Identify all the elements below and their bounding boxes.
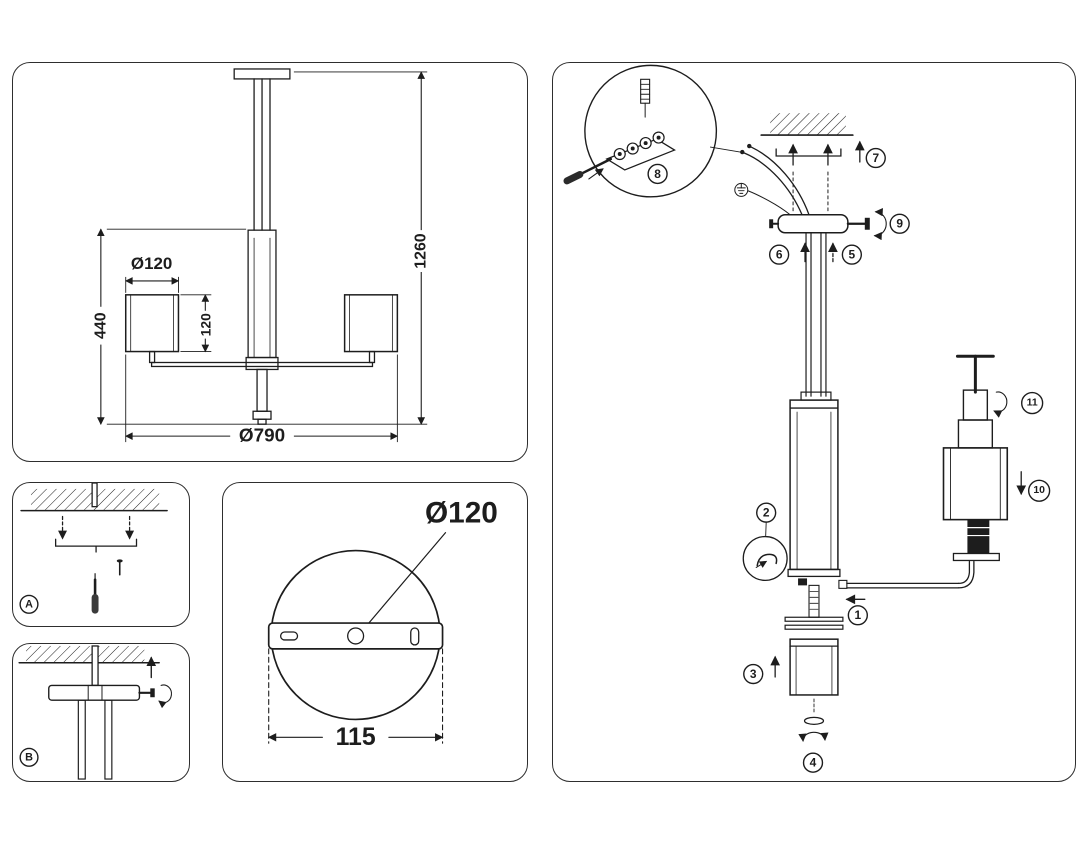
step-badge-1: 1 <box>847 605 868 626</box>
shade-diameter-label: Ø120 <box>131 254 172 273</box>
dimension-drawing-panel: Ø120 440 120 1260 Ø790 <box>12 62 528 462</box>
step-badges: 1 2 3 4 5 <box>647 147 1051 773</box>
canopy-plate-drawing: Ø120 115 <box>267 497 498 751</box>
plate-outline <box>267 532 447 744</box>
suspension-rods <box>800 232 832 401</box>
step-badge-7: 7 <box>865 147 886 169</box>
screw-icon <box>116 559 123 576</box>
ceiling-hatch <box>26 645 145 663</box>
canopy-screw-icon <box>846 208 887 241</box>
overall-diameter-label: Ø790 <box>239 426 285 447</box>
detail-b-panel: B <box>12 643 190 782</box>
svg-text:5: 5 <box>849 248 856 262</box>
step-badge-11: 11 <box>1021 391 1044 415</box>
svg-text:1: 1 <box>855 608 862 622</box>
detail-b-badge: B <box>19 747 39 767</box>
svg-text:7: 7 <box>872 151 879 165</box>
svg-text:10: 10 <box>1033 485 1045 496</box>
screwdriver-icon <box>577 157 613 177</box>
svg-text:2: 2 <box>763 506 770 520</box>
svg-text:11: 11 <box>1027 398 1038 409</box>
step-badge-5: 5 <box>841 244 863 265</box>
body-bottom-hardware <box>787 568 848 618</box>
lamp-arm <box>846 560 975 589</box>
canopy-plate-panel: Ø120 115 <box>222 482 528 782</box>
svg-text:9: 9 <box>896 217 903 231</box>
detail-a-panel: A <box>12 482 190 627</box>
canopy <box>769 214 849 234</box>
ceiling-and-bracket <box>20 483 168 614</box>
step-badge-3: 3 <box>743 663 764 685</box>
chandelier-dimension-drawing: Ø120 440 120 1260 Ø790 <box>92 68 430 447</box>
side-screw-icon <box>138 684 173 709</box>
canopy-mounting-drawing: B <box>18 645 173 780</box>
canopy-and-rods <box>18 645 173 780</box>
bracket-mounting-drawing: A <box>19 483 168 614</box>
step-badge-10: 10 <box>1027 479 1051 502</box>
step-badge-8: 8 <box>647 163 668 185</box>
assembly-steps-panel: 1 2 3 4 5 <box>552 62 1076 782</box>
ceiling <box>760 113 854 136</box>
step-badge-4: 4 <box>802 752 824 773</box>
svg-text:B: B <box>25 751 33 763</box>
step-badge-6: 6 <box>768 244 790 265</box>
mounting-bracket <box>775 143 842 212</box>
lower-diffuser <box>784 616 844 743</box>
shade-assembly <box>942 354 1009 562</box>
assembly-drawing: 1 2 3 4 5 <box>563 64 1051 773</box>
leader-line <box>361 532 447 632</box>
hook-detail <box>742 522 808 586</box>
detail-a-badge: A <box>19 594 39 614</box>
svg-text:8: 8 <box>654 167 661 181</box>
canopy-diameter-label: Ø120 <box>425 497 498 530</box>
shade-height-label: 120 <box>197 313 213 336</box>
step-badge-2: 2 <box>756 502 777 523</box>
supply-wires <box>740 143 810 216</box>
chandelier-outline <box>124 68 399 425</box>
main-body <box>789 399 839 571</box>
svg-text:6: 6 <box>776 248 783 262</box>
svg-text:A: A <box>25 598 33 610</box>
mount-width-label: 115 <box>336 724 376 751</box>
step-badge-9: 9 <box>889 213 910 234</box>
terminal-block-detail <box>563 64 741 198</box>
ground-symbol <box>734 182 791 216</box>
overall-height-label: 1260 <box>413 233 430 269</box>
svg-text:4: 4 <box>810 756 817 770</box>
body-height-label: 440 <box>92 312 109 339</box>
dimension-lines <box>97 71 428 443</box>
svg-text:3: 3 <box>750 667 757 681</box>
